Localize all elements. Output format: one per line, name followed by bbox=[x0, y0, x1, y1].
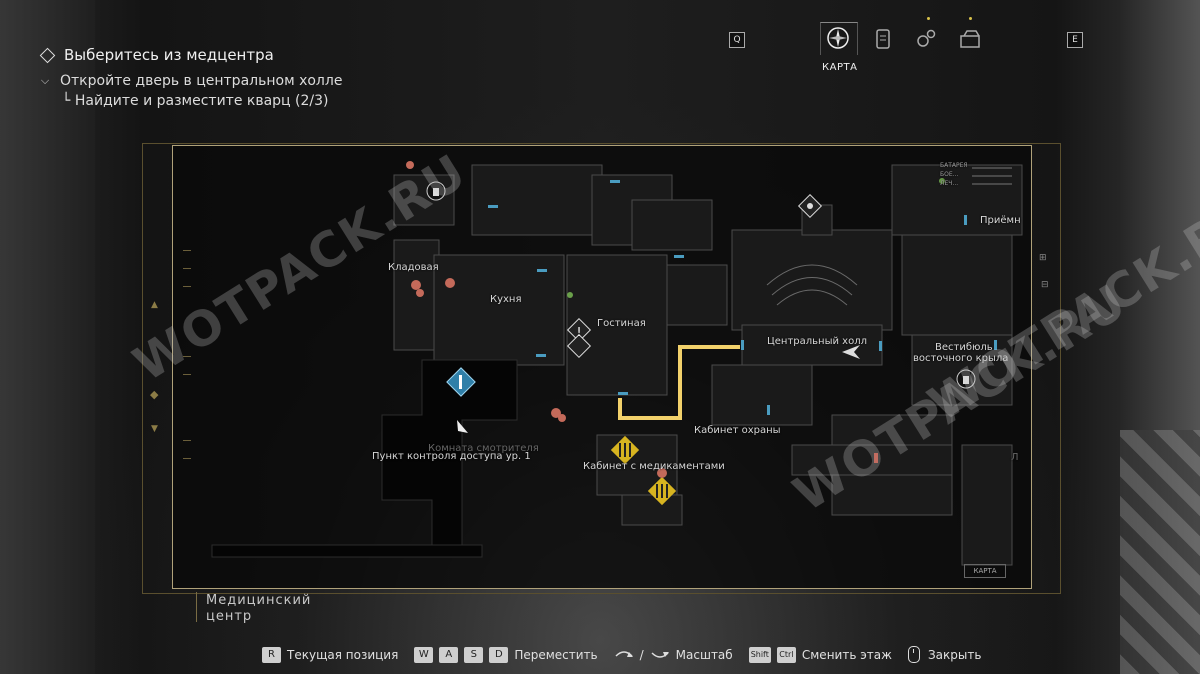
tab-map-label: КАРТА bbox=[822, 62, 858, 73]
scale-tick bbox=[183, 268, 191, 269]
control-change-floor-label: Сменить этаж bbox=[801, 647, 892, 662]
room-label-kitchen: Кухня bbox=[490, 294, 522, 305]
zoom-separator: / bbox=[639, 647, 644, 662]
scale-tick bbox=[183, 374, 191, 375]
mouse-wheel-up-icon bbox=[615, 651, 633, 657]
key-shift: Shift bbox=[748, 646, 771, 663]
floor-current-diamond-icon: ◆ bbox=[150, 388, 159, 401]
room-label-east-vestibule: Вестибюль bbox=[935, 342, 993, 353]
room-label-storeroom: Кладовая bbox=[388, 262, 439, 273]
floor-name: Медицинский центр bbox=[206, 593, 311, 625]
mouse-right-click-icon bbox=[907, 646, 920, 663]
player-arrow-icon bbox=[457, 420, 468, 433]
zoom-out-icon[interactable]: ⊟ bbox=[1041, 280, 1049, 290]
mouse-wheel-down-icon bbox=[651, 652, 669, 658]
floor-down-icon[interactable]: ▼ bbox=[151, 424, 158, 434]
floor-name-line1: Медицинский bbox=[206, 593, 312, 608]
floor-name-line2: центр bbox=[206, 609, 253, 624]
background-checkered-floor bbox=[1120, 430, 1200, 674]
objective-sub: ⌵ Откройте дверь в центральном холле bbox=[38, 73, 343, 89]
scale-tick bbox=[183, 440, 191, 441]
key-a: A bbox=[439, 646, 459, 663]
control-move[interactable]: W A S D Переместить bbox=[414, 646, 598, 663]
objective-diamond-icon bbox=[39, 47, 56, 63]
control-change-floor[interactable]: Shift Ctrl Сменить этаж bbox=[748, 646, 892, 663]
save-point-icon bbox=[446, 367, 476, 397]
objective-sub-text: Откройте дверь в центральном холле bbox=[60, 73, 343, 89]
legend-row: БАТАРЕЯ bbox=[940, 162, 968, 169]
lock-icon bbox=[956, 369, 976, 389]
key-r: R bbox=[262, 646, 281, 663]
gears-icon[interactable] bbox=[914, 27, 938, 51]
legend-row: ЛЕЧ... bbox=[940, 180, 959, 187]
scale-tick bbox=[183, 250, 191, 251]
room-label-checkpoint: Пункт контроля доступа ур. 1 bbox=[372, 451, 531, 462]
control-close[interactable]: Закрыть bbox=[907, 646, 982, 663]
tab-next-key[interactable]: E bbox=[1067, 32, 1083, 48]
zoom-in-icon[interactable]: ⊞ bbox=[1039, 253, 1047, 263]
scale-tick bbox=[183, 458, 191, 459]
scale-tick bbox=[183, 286, 191, 287]
room-label-medicine-office: Кабинет с медикаментами bbox=[583, 461, 725, 472]
objectives-panel: Выберитесь из медцентра ⌵ Откройте дверь… bbox=[38, 46, 342, 109]
control-zoom-label: Масштаб bbox=[675, 647, 733, 662]
scale-tick bbox=[183, 356, 191, 357]
new-item-dot bbox=[969, 17, 972, 20]
compass-marker-icon bbox=[797, 193, 823, 219]
room-label-central-hall: Центральный холл bbox=[767, 336, 867, 347]
floor-label-divider bbox=[196, 592, 322, 622]
key-d: D bbox=[489, 646, 509, 663]
tab-map-highlight bbox=[820, 22, 858, 55]
room-label-living-room: Гостиная bbox=[597, 318, 646, 329]
control-current-position[interactable]: R Текущая позиция bbox=[262, 646, 399, 663]
lock-icon bbox=[426, 181, 446, 201]
hazard-marker-icon bbox=[610, 435, 677, 506]
control-move-label: Переместить bbox=[514, 647, 598, 662]
chevron-down-icon: ⌵ bbox=[40, 74, 50, 87]
compass-icon[interactable] bbox=[826, 26, 850, 50]
objective-subsub-text: └ Найдите и разместите кварц (2/3) bbox=[62, 93, 329, 109]
map-outer-frame bbox=[142, 143, 1061, 594]
control-zoom[interactable]: / Масштаб bbox=[614, 648, 733, 662]
alert-marker-icon: ! bbox=[566, 317, 592, 359]
key-ctrl: Ctrl bbox=[776, 646, 796, 663]
tab-prev-key[interactable]: Q bbox=[729, 32, 745, 48]
key-s: S bbox=[464, 646, 484, 663]
key-w: W bbox=[414, 646, 434, 663]
floor-up-icon[interactable]: ▲ bbox=[151, 300, 158, 310]
file-icon[interactable] bbox=[871, 27, 895, 51]
objective-main-text: Выберитесь из медцентра bbox=[64, 46, 274, 64]
controls-bar: R Текущая позиция W A S D Переместить / … bbox=[262, 646, 997, 663]
locked-door bbox=[874, 453, 878, 463]
room-label-security-office: Кабинет охраны bbox=[694, 425, 781, 436]
minimap-key-label: КАРТА bbox=[964, 564, 1006, 578]
room-label-caretaker: Комната смотрителя bbox=[428, 443, 539, 454]
svg-text:!: ! bbox=[577, 325, 582, 339]
control-current-position-label: Текущая позиция bbox=[287, 647, 399, 662]
objective-arrow-icon bbox=[842, 345, 860, 359]
room-label-east-vestibule-wing: восточного крыла bbox=[913, 353, 1009, 364]
control-close-label: Закрыть bbox=[927, 647, 982, 662]
legend-row: БОЕ... bbox=[940, 171, 959, 178]
background-pillar-left bbox=[0, 0, 95, 674]
new-item-dot bbox=[927, 17, 930, 20]
room-label-right-edge: Л bbox=[1011, 452, 1019, 463]
map-drawing: ! bbox=[211, 161, 1023, 566]
objective-main: Выберитесь из медцентра bbox=[38, 46, 342, 64]
inventory-box-icon[interactable] bbox=[958, 27, 982, 51]
room-label-reception: Приёмн bbox=[980, 215, 1021, 226]
